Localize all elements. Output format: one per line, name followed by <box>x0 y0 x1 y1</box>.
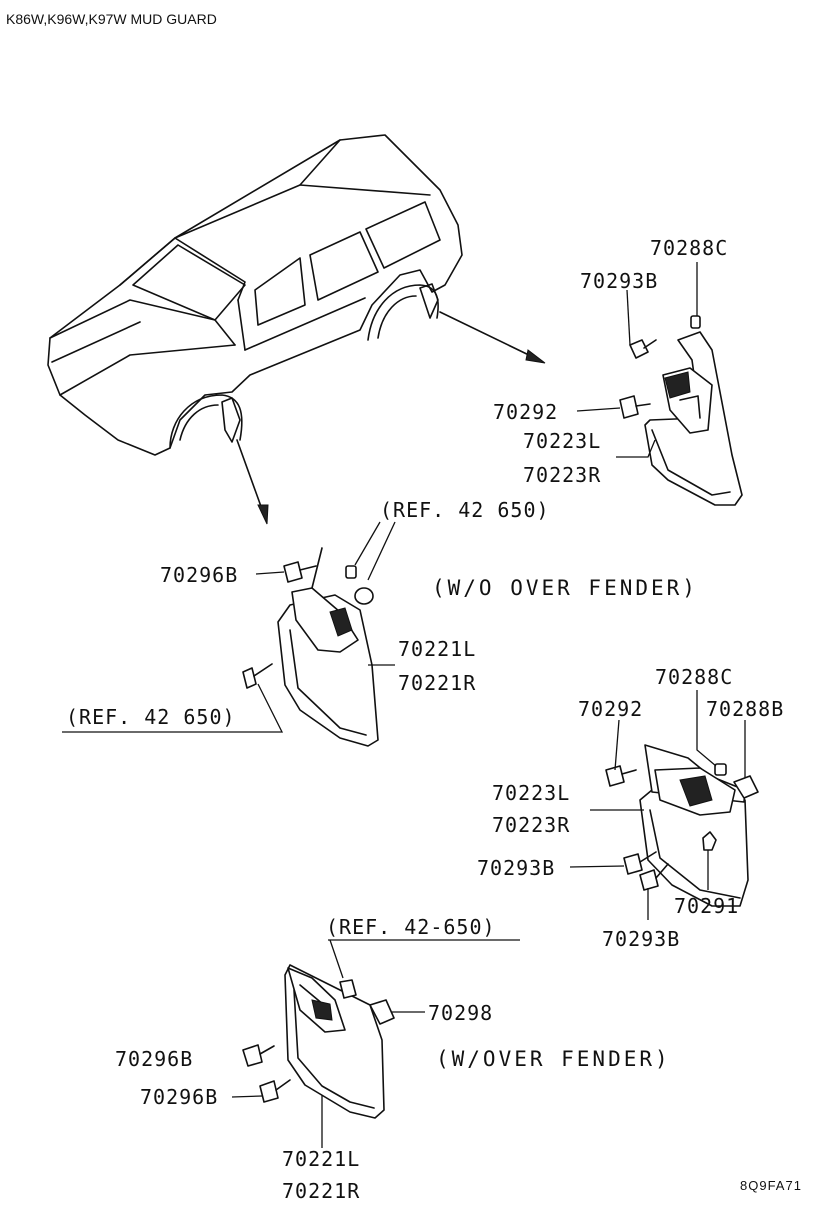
part-label-70288c-with: 70288C <box>655 665 733 689</box>
bolt-70292-with-icon <box>605 765 637 787</box>
diagram-code: 8Q9FA71 <box>740 1178 802 1193</box>
screw-70296b-upper-icon <box>242 1044 275 1067</box>
part-label-70293b: 70293B <box>580 269 658 293</box>
part-label-70221l-with: 70221L <box>282 1147 360 1171</box>
part-label-70223l: 70223L <box>523 429 601 453</box>
part-label-70223l-with: 70223L <box>492 781 570 805</box>
clip-ref-bottom-icon <box>339 979 357 999</box>
part-label-70298: 70298 <box>428 1001 493 1025</box>
clip-70298-icon <box>369 999 395 1025</box>
without-over-fender-note: (W/O OVER FENDER) <box>432 576 698 600</box>
ref-note-top: (REF. 42 650) <box>380 498 550 522</box>
part-label-70221r-with: 70221R <box>282 1179 360 1203</box>
bolt-70292-rear-icon <box>619 395 651 419</box>
screw-70296b-lower-icon <box>259 1079 291 1103</box>
grommet-70291-icon <box>702 831 717 851</box>
part-label-70293b-upper: 70293B <box>477 856 555 880</box>
part-label-70288b-with: 70288B <box>706 697 784 721</box>
screw-70293b-rear-icon <box>629 339 657 359</box>
part-label-70223r: 70223R <box>523 463 601 487</box>
clip-70288c-rear-icon <box>690 315 701 329</box>
part-label-70293b-lower: 70293B <box>602 927 680 951</box>
clip-ref-top-icon <box>345 565 374 605</box>
screw-70293b-upper-icon <box>623 851 657 875</box>
part-label-70288c: 70288C <box>650 236 728 260</box>
screw-70293b-lower-icon <box>639 863 669 891</box>
clip-70288c-with-icon <box>714 763 727 776</box>
ref-note-left: (REF. 42 650) <box>66 705 236 729</box>
rear-mud-guard-with-over-fender: 70288C 70292 70288B 70223L 70223R 70293B… <box>477 665 784 951</box>
part-label-70221r: 70221R <box>398 671 476 695</box>
part-label-70292-with: 70292 <box>578 697 643 721</box>
vehicle-illustration <box>47 134 546 525</box>
screw-70296b-front-icon <box>283 561 317 583</box>
pushpin-ref-left-icon <box>242 663 273 689</box>
with-over-fender-note: (W/OVER FENDER) <box>436 1047 671 1071</box>
front-mud-guard-with-over-fender: (REF. 42-650) (W/OVER FENDER) 70298 <box>115 915 671 1203</box>
front-mud-guard-without-over-fender: (REF. 42 650) (W/O OVER FENDER) 70296B <box>62 498 698 747</box>
part-label-70296b-lower: 70296B <box>140 1085 218 1109</box>
part-label-70221l: 70221L <box>398 637 476 661</box>
part-label-70296b: 70296B <box>160 563 238 587</box>
diagram-header: K86W,K96W,K97W MUD GUARD <box>6 11 217 27</box>
rear-mud-guard-without-over-fender: 70288C 70293B 70292 70223L 70223R <box>493 236 743 506</box>
part-label-70223r-with: 70223R <box>492 813 570 837</box>
part-label-70292: 70292 <box>493 400 558 424</box>
ref-note-bottom: (REF. 42-650) <box>326 915 496 939</box>
part-label-70291: 70291 <box>674 894 739 918</box>
part-label-70296b-upper: 70296B <box>115 1047 193 1071</box>
